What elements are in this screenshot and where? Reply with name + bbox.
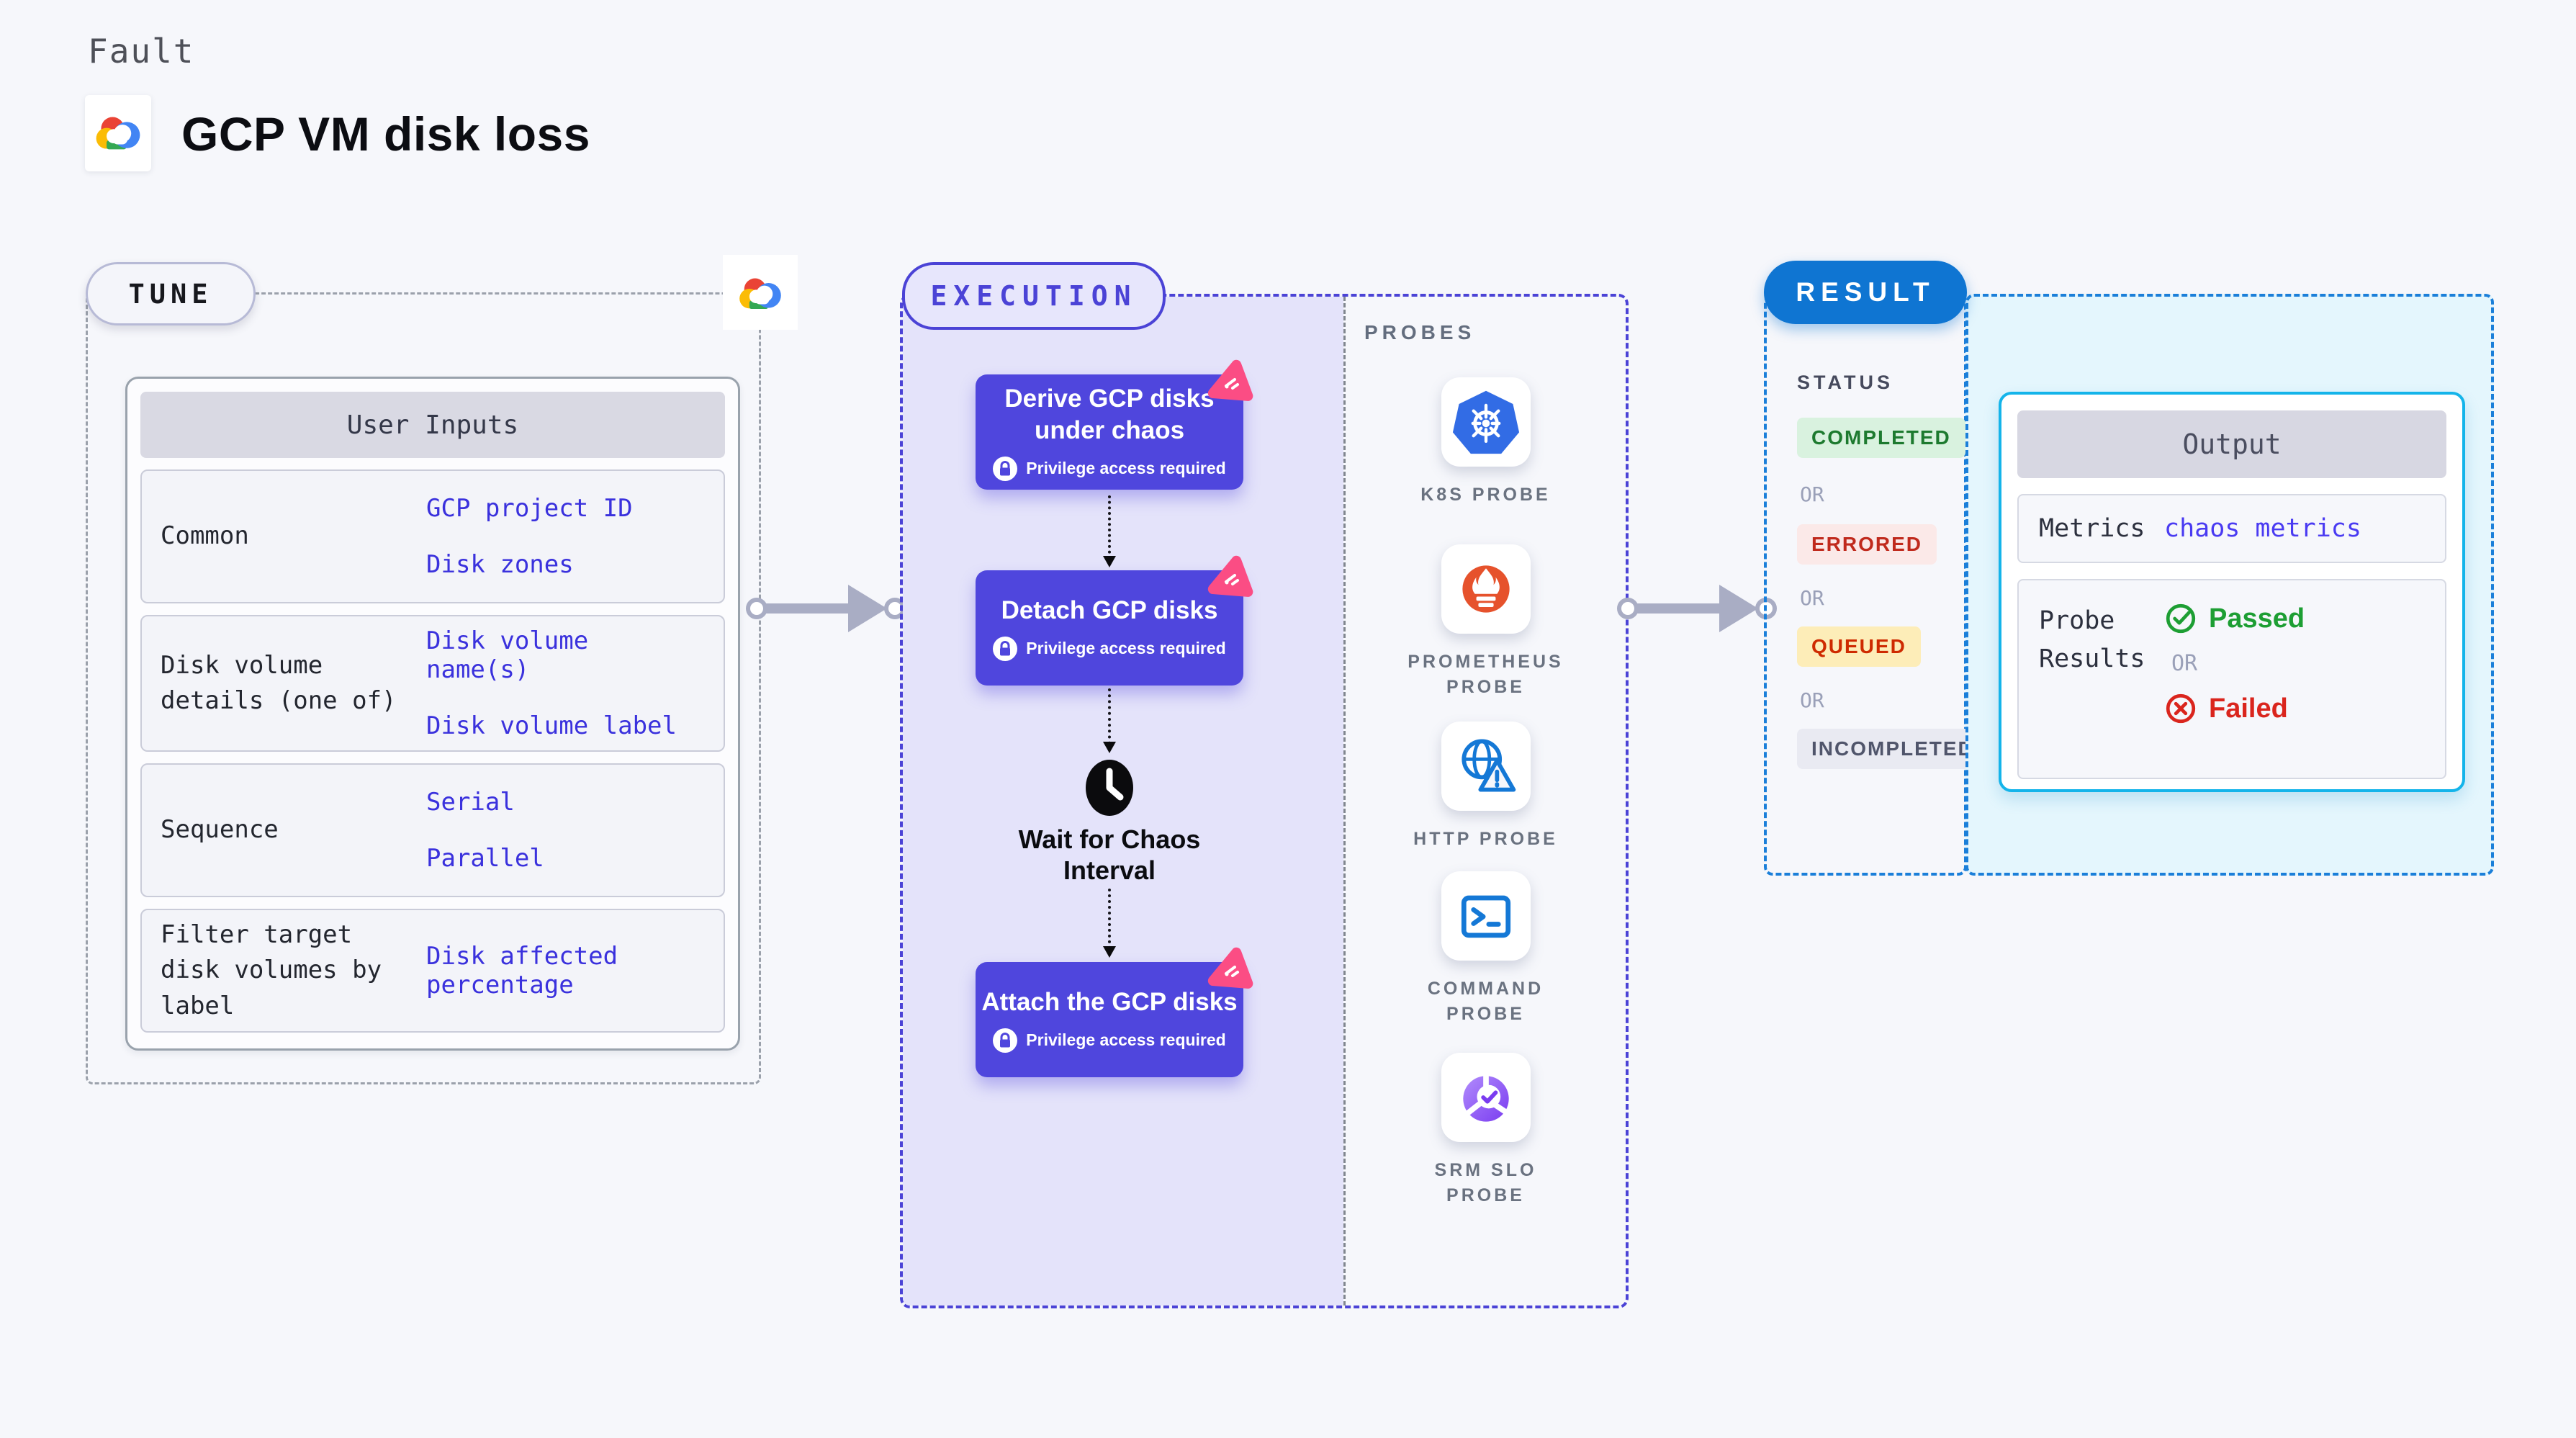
- row-label: Disk volume details (one of): [161, 650, 397, 715]
- probe-item-prometheus: PROMETHEUS PROBE: [1346, 544, 1626, 700]
- check-circle-icon: [2166, 603, 2196, 634]
- flow-connector: [1103, 889, 1116, 958]
- privilege-note: Privilege access required: [1026, 1030, 1226, 1050]
- row-value: Disk volume label: [426, 711, 677, 740]
- slo-donut-icon: [1441, 1053, 1531, 1142]
- chaos-fault-icon: [1207, 359, 1253, 401]
- fault-eyebrow: Fault: [88, 32, 195, 71]
- row-value: Disk volume name(s): [426, 626, 589, 684]
- metrics-row: Metrics chaos metrics: [2017, 494, 2446, 563]
- probe-label: SRM SLO PROBE: [1434, 1160, 1537, 1205]
- probe-label: COMMAND PROBE: [1427, 979, 1544, 1024]
- flow-connector: [1103, 495, 1116, 567]
- or-label: OR: [1800, 688, 1824, 712]
- node-title: Detach GCP disks: [1001, 596, 1218, 625]
- result-badge: RESULT: [1764, 261, 1967, 324]
- terminal-icon: [1441, 871, 1531, 961]
- kubernetes-icon: [1441, 377, 1531, 467]
- status-badge-queued: QUEUED: [1797, 626, 1921, 667]
- status-badge-completed: COMPLETED: [1797, 418, 1965, 458]
- chaos-node-detach-disks: Detach GCP disks Privilege access requir…: [976, 555, 1253, 686]
- probes-title: PROBES: [1364, 321, 1476, 343]
- execution-flow-area: Derive GCP disks under chaos Privilege a…: [903, 297, 1343, 1306]
- failed-label: Failed: [2209, 693, 2288, 724]
- or-label: OR: [2171, 651, 2198, 676]
- chaos-node-derive-disks: Derive GCP disks under chaos Privilege a…: [976, 359, 1253, 490]
- probe-label: HTTP PROBE: [1413, 829, 1558, 849]
- row-value: Parallel: [426, 844, 544, 873]
- node-title: Attach the GCP disks: [981, 988, 1238, 1017]
- gcp-logo-card: [85, 95, 151, 171]
- or-label: OR: [1800, 586, 1824, 610]
- row-label: Sequence: [161, 815, 279, 845]
- x-circle-icon: [2166, 693, 2196, 724]
- wait-interval-label: Wait for Chaos Interval: [1018, 824, 1201, 886]
- node-title: Derive GCP disks under chaos: [1004, 385, 1215, 444]
- flow-connector: [1103, 688, 1116, 753]
- result-status-box: STATUS COMPLETED OR ERRORED OR QUEUED OR…: [1764, 294, 1989, 876]
- prometheus-icon: [1441, 544, 1531, 634]
- page-title: GCP VM disk loss: [181, 107, 590, 161]
- row-label: Filter target disk volumes by label: [161, 920, 382, 1020]
- row-value: Disk zones: [426, 550, 574, 579]
- status-title: STATUS: [1797, 372, 1893, 393]
- probes-panel: PROBES K8S PROBE: [1343, 297, 1626, 1306]
- chaos-fault-icon: [1207, 555, 1253, 597]
- output-header: Output: [2017, 410, 2446, 478]
- table-row: Common GCP project ID Disk zones: [140, 469, 725, 603]
- status-badge-incompleted: INCOMPLETED: [1797, 729, 1989, 769]
- probe-item-k8s: K8S PROBE: [1346, 377, 1626, 508]
- probe-item-http: HTTP PROBE: [1346, 722, 1626, 852]
- flow-arrow-right-icon: [746, 585, 906, 632]
- output-card: Output Metrics chaos metrics Probe Resul…: [1999, 392, 2465, 792]
- tune-section-box: [86, 292, 761, 1084]
- user-inputs-header: User Inputs: [140, 392, 725, 458]
- gcp-cloud-icon: [91, 109, 145, 158]
- probe-item-srm-slo: SRM SLO PROBE: [1346, 1053, 1626, 1208]
- passed-label: Passed: [2209, 603, 2305, 634]
- probe-item-command: COMMAND PROBE: [1346, 871, 1626, 1027]
- or-label: OR: [1800, 482, 1824, 506]
- table-row: Filter target disk volumes by label Disk…: [140, 909, 725, 1033]
- privilege-note: Privilege access required: [1026, 459, 1226, 478]
- row-value: Serial: [426, 788, 515, 817]
- probe-results-label: Probe Results: [2039, 606, 2145, 673]
- chaos-node-attach-disks: Attach the GCP disks Privilege access re…: [976, 947, 1253, 1077]
- lock-icon: [993, 636, 1018, 661]
- flow-arrow-right-icon: [1617, 585, 1777, 632]
- chaos-fault-icon: [1207, 947, 1253, 989]
- result-output-area: Output Metrics chaos metrics Probe Resul…: [1965, 294, 2494, 876]
- probe-label: K8S PROBE: [1420, 485, 1551, 505]
- metrics-label: Metrics: [2039, 513, 2145, 543]
- execution-section-box: Derive GCP disks under chaos Privilege a…: [900, 294, 1629, 1308]
- globe-warning-icon: [1441, 722, 1531, 811]
- lock-icon: [993, 456, 1018, 481]
- table-row: Sequence Serial Parallel: [140, 763, 725, 897]
- execution-badge: EXECUTION: [902, 262, 1166, 330]
- gcp-cloud-icon-small: [723, 255, 798, 330]
- user-inputs-table: User Inputs Common GCP project ID Disk z…: [125, 377, 740, 1051]
- row-label: Common: [161, 521, 249, 551]
- status-badge-errored: ERRORED: [1797, 524, 1937, 565]
- metrics-value: chaos metrics: [2164, 514, 2361, 543]
- privilege-note: Privilege access required: [1026, 639, 1226, 658]
- table-row: Disk volume details (one of) Disk volume…: [140, 615, 725, 752]
- probe-results-row: Probe Results Passed OR: [2017, 579, 2446, 779]
- probe-label: PROMETHEUS PROBE: [1408, 652, 1564, 697]
- row-value: Disk affected percentage: [426, 942, 618, 999]
- lock-icon: [993, 1028, 1018, 1053]
- tune-badge: TUNE: [86, 262, 256, 325]
- row-value: GCP project ID: [426, 494, 633, 523]
- clock-icon: [1086, 760, 1133, 816]
